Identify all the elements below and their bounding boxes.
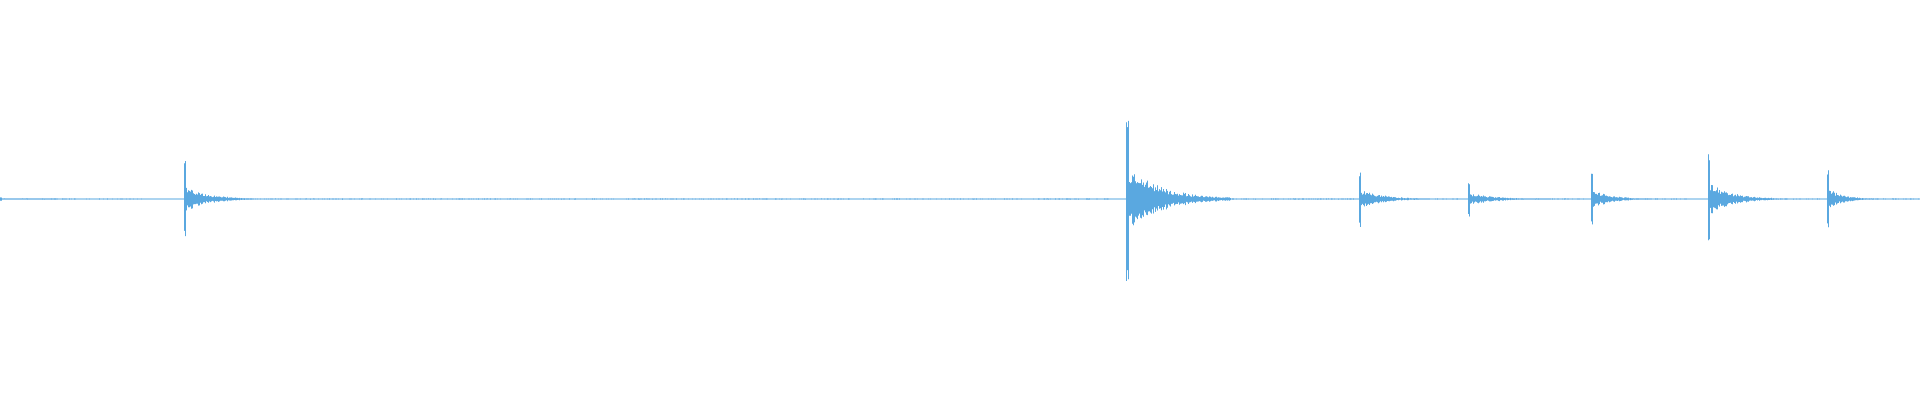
waveform-samples bbox=[0, 120, 1919, 281]
waveform-path bbox=[0, 120, 1919, 281]
